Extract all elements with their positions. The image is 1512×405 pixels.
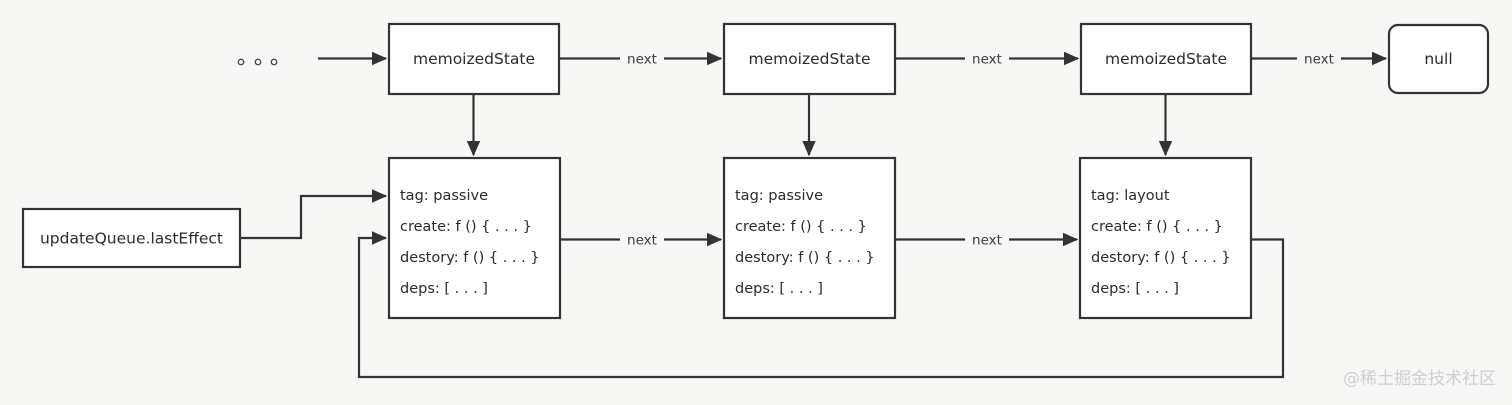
hook-node-1-label: memoizedState: [413, 50, 535, 68]
effect-node-2: tag: passive create: f () { . . . } dest…: [722, 156, 897, 320]
hook-node-3-label: memoizedState: [1105, 50, 1227, 68]
edge-label-effect-next-2: next: [972, 233, 1002, 249]
update-queue-node-label: updateQueue.lastEffect: [40, 230, 223, 248]
effect-node-3-destory: destory: f () { . . . }: [1091, 250, 1231, 266]
edge-label-effect-next-1: next: [627, 233, 657, 249]
watermark: @稀土掘金技术社区: [1343, 369, 1496, 389]
update-queue-node: updateQueue.lastEffect: [21, 207, 242, 269]
edge-update-queue-to-effect-1: [240, 189, 388, 240]
hook-node-1: memoizedState: [387, 22, 561, 96]
effect-node-1-create: create: f () { . . . }: [400, 219, 532, 235]
effect-node-2-tag: tag: passive: [735, 188, 823, 204]
hook-node-2: memoizedState: [722, 22, 897, 96]
effect-node-2-create: create: f () { . . . }: [735, 219, 867, 235]
effect-node-1-tag: tag: passive: [400, 188, 488, 204]
ellipsis-indicator: [237, 58, 278, 66]
effect-node-2-destory: destory: f () { . . . }: [735, 250, 875, 266]
edge-label-hook-next-2: next: [972, 52, 1002, 68]
effect-node-3-tag: tag: layout: [1091, 188, 1170, 204]
effect-node-1-deps: deps: [ . . . ]: [400, 281, 488, 297]
effect-node-3: tag: layout create: f () { . . . } desto…: [1078, 156, 1253, 320]
edge-label-hook-next-3: next: [1304, 52, 1334, 68]
effect-node-3-deps: deps: [ . . . ]: [1091, 281, 1179, 297]
edge-label-hook-next-1: next: [627, 52, 657, 68]
effect-node-3-create: create: f () { . . . }: [1091, 219, 1223, 235]
null-node: null: [1387, 23, 1490, 95]
effect-node-1-destory: destory: f () { . . . }: [400, 250, 540, 266]
null-node-label: null: [1424, 50, 1452, 68]
hook-node-3: memoizedState: [1079, 22, 1253, 96]
effect-node-1: tag: passive create: f () { . . . } dest…: [387, 156, 562, 320]
hook-node-2-label: memoizedState: [748, 50, 870, 68]
effect-node-2-deps: deps: [ . . . ]: [735, 281, 823, 297]
edge-effect-3-loopback-to-effect-1: [357, 231, 1285, 379]
